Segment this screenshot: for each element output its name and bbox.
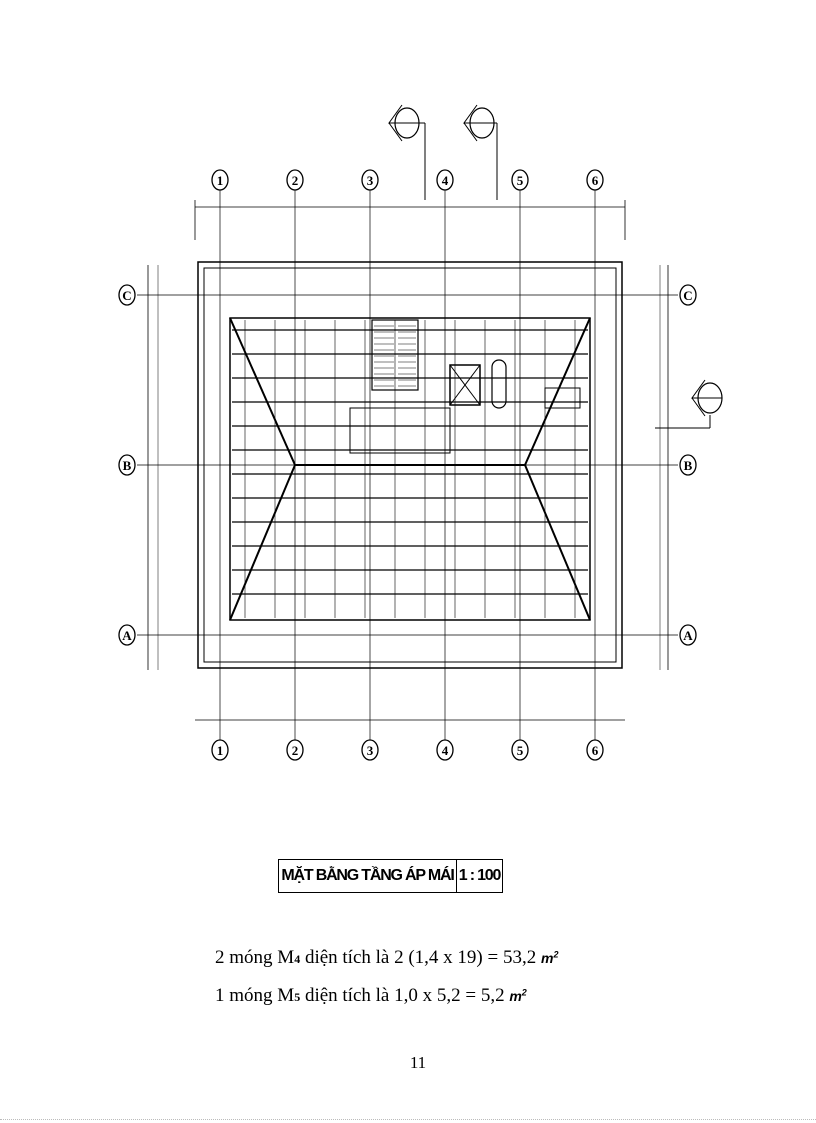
grid-label: 2: [292, 173, 299, 188]
page-border: [0, 1119, 816, 1120]
grid-label: B: [684, 458, 693, 473]
drawing-title-block: MẶT BẰNG TẦNG ÁP MÁI 1 : 100: [278, 859, 503, 893]
grid-bubble: [679, 454, 697, 476]
unit-m: m: [509, 988, 522, 1004]
unit: m2: [540, 949, 559, 966]
grid-label: B: [123, 458, 132, 473]
drawing-title: MẶT BẰNG TẦNG ÁP MÁI: [279, 860, 457, 892]
core-room: [349, 407, 451, 454]
grid-bubble: [511, 739, 529, 761]
stair: [371, 319, 419, 391]
subscript: 4: [294, 952, 301, 966]
text-line-2: 1 móng M5 diện tích là 1,0 x 5,2 = 5,2 m…: [215, 985, 527, 1007]
subscript: 5: [294, 990, 301, 1004]
grid-label: 2: [292, 743, 299, 758]
grid-bubble: [286, 169, 304, 191]
section-arrow: [691, 379, 706, 417]
text: 1 móng M: [215, 985, 295, 1006]
elevator-cross: [449, 364, 481, 406]
grid-bubble: [361, 169, 379, 191]
section-arrow: [388, 104, 403, 142]
hip-line: [229, 464, 296, 621]
page-number: 11: [409, 1053, 427, 1072]
tank: [491, 359, 507, 409]
unit-m: m: [540, 950, 554, 966]
drawing-scale: 1 : 100: [458, 867, 502, 884]
grid-bubble: [511, 169, 529, 191]
grid-label: C: [683, 288, 692, 303]
grid-label: 4: [442, 743, 449, 758]
grid-bubble: [586, 739, 604, 761]
grid-bubble: [586, 169, 604, 191]
grid-bubble: [118, 284, 136, 306]
grid-label: 1: [217, 743, 224, 758]
text: diện tích là 1,0 x 5,2 = 5,2: [300, 985, 510, 1006]
grid-label: 5: [517, 743, 524, 758]
grid-bubble: [118, 624, 136, 646]
grid-bubble: [211, 739, 229, 761]
grid-label: 3: [367, 173, 374, 188]
grid-bubble: [679, 624, 697, 646]
grid-label: 6: [592, 743, 599, 758]
grid-label: A: [683, 628, 693, 643]
exponent: 2: [521, 987, 527, 998]
grid-label: 3: [367, 743, 374, 758]
hip-line: [229, 317, 296, 466]
opening: [544, 387, 581, 409]
grid-label: 5: [517, 173, 524, 188]
grid-bubble: [286, 739, 304, 761]
text: 2 móng M: [215, 947, 295, 968]
grid-bubble: [436, 739, 454, 761]
grid-bubble: [679, 284, 697, 306]
grid-label: 4: [442, 173, 449, 188]
unit: m2: [509, 987, 527, 1004]
grid-label: C: [122, 288, 131, 303]
grid-bubble: [211, 169, 229, 191]
roof-gutter: [229, 317, 591, 621]
grid-bubble: [118, 454, 136, 476]
hip-line: [524, 464, 591, 621]
grid-bubble: [436, 169, 454, 191]
text-line-1: 2 móng M4 diện tích là 2 (1,4 x 19) = 53…: [215, 947, 558, 969]
grid-label: 6: [592, 173, 599, 188]
text: diện tích là 2 (1,4 x 19) = 53,2: [300, 947, 541, 968]
grid-label: 1: [217, 173, 224, 188]
exponent: 2: [553, 949, 559, 960]
section-arrow: [463, 104, 478, 142]
hip-line: [524, 317, 591, 466]
grid-bubble: [361, 739, 379, 761]
grid-label: A: [122, 628, 132, 643]
elevator: [449, 364, 481, 406]
